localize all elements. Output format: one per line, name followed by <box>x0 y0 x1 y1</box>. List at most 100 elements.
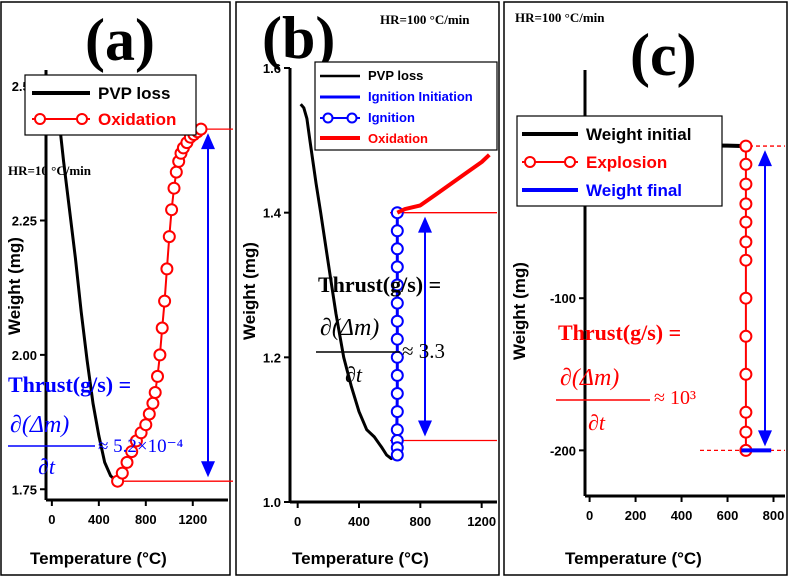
panel-a-ylabel: Weight (mg) <box>5 237 24 335</box>
data-point <box>139 418 153 432</box>
data-point <box>739 215 753 229</box>
thrust-denominator: ∂t <box>345 362 363 387</box>
data-point <box>390 387 404 400</box>
x-tick-label: 800 <box>409 514 431 529</box>
data-point <box>165 203 179 217</box>
panel-a-thrust-formula: Thrust(g/s) = ∂(Δm) ∂t ≈ 5.2×10⁻⁴ <box>8 372 184 479</box>
x-tick-label: 400 <box>348 514 370 529</box>
thrust-numerator: ∂(Δm) <box>10 412 69 438</box>
legend-marker-oxidation-2 <box>76 113 88 125</box>
panel-a-hr-label: HR=10 °C/min <box>8 163 92 178</box>
thrust-value: ≈ 10³ <box>654 387 696 409</box>
delta-arrow-head-up <box>758 150 772 167</box>
panel-b-ylabel: Weight (mg) <box>240 242 259 340</box>
data-point <box>739 367 753 381</box>
legend-marker-ignition-1 <box>322 112 334 124</box>
panel-c-frame <box>503 1 788 576</box>
data-point <box>390 423 404 437</box>
thrust-label: Thrust(g/s) = <box>8 372 131 397</box>
x-tick-label: 800 <box>763 508 785 523</box>
thrust-numerator: ∂(Δm) <box>560 365 619 391</box>
panel-b-xlabel: Temperature (°C) <box>292 549 429 568</box>
data-point <box>739 405 753 419</box>
y-tick-label: 2.00 <box>12 348 37 363</box>
thrust-value: ≈ 5.2×10⁻⁴ <box>98 436 184 457</box>
data-point <box>739 291 753 305</box>
data-point <box>160 262 174 276</box>
data-point <box>390 314 404 328</box>
thrust-denominator: ∂t <box>588 410 606 435</box>
data-point <box>390 242 404 256</box>
panel-b-hr-label: HR=100 °C/min <box>380 12 470 27</box>
delta-arrow-head-down <box>758 430 772 447</box>
x-tick-label: 0 <box>48 512 55 527</box>
data-point <box>155 321 169 335</box>
thrust-denominator: ∂t <box>38 454 56 479</box>
x-tick-label: 200 <box>625 508 647 523</box>
panel-a-frame <box>0 1 231 576</box>
x-tick-label: 0 <box>294 514 301 529</box>
data-point <box>390 260 404 274</box>
panel-a-legend: PVP loss Oxidation <box>24 74 197 136</box>
data-point <box>739 139 753 153</box>
series-line-pvp-loss <box>299 103 397 461</box>
thrust-label: Thrust(g/s) = <box>318 272 441 297</box>
panel-b-letter: (b) <box>262 5 335 71</box>
data-point <box>169 165 183 179</box>
data-point <box>120 455 134 469</box>
y-tick-label: 1.0 <box>263 495 281 510</box>
series-line-oxidation <box>116 128 202 482</box>
data-point <box>390 224 404 238</box>
panel-a-letter: (a) <box>85 7 155 73</box>
data-point <box>115 466 129 480</box>
panel-b-legend: PVP loss Ignition Initiation Ignition Ox… <box>314 61 498 151</box>
data-point <box>125 445 139 459</box>
legend-label-weight-final: Weight final <box>586 181 682 200</box>
panel-c-ylabel: Weight (mg) <box>510 262 529 360</box>
panel-c-thrust-formula: Thrust(g/s) = ∂(Δm) ∂t ≈ 10³ <box>556 320 696 435</box>
panel-b-frame <box>235 1 500 576</box>
data-point <box>390 405 404 419</box>
data-point <box>167 181 181 195</box>
data-point <box>739 177 753 191</box>
data-point <box>739 329 753 343</box>
legend-marker-explosion-2 <box>564 156 576 168</box>
panel-a-xlabel: Temperature (°C) <box>30 549 167 568</box>
data-point <box>153 348 167 362</box>
legend-label-pvp-loss: PVP loss <box>368 68 423 83</box>
legend-label-ignition-initiation: Ignition Initiation <box>368 89 473 104</box>
legend-marker-ignition-2 <box>346 112 358 124</box>
legend-label-explosion: Explosion <box>586 153 667 172</box>
y-tick-label: 1.75 <box>12 482 37 497</box>
legend-label-weight-initial: Weight initial <box>586 125 691 144</box>
delta-arrow-head-down <box>418 420 432 437</box>
data-point <box>390 448 404 462</box>
legend-label-oxidation: Oxidation <box>98 110 176 129</box>
delta-arrow-head-up <box>418 216 432 233</box>
data-point <box>739 197 753 211</box>
legend-label-ignition: Ignition <box>368 110 415 125</box>
delta-arrow-head-up <box>201 133 215 150</box>
panel-c-legend: Weight initial Explosion Weight final <box>516 115 723 207</box>
x-tick-label: 800 <box>135 512 157 527</box>
data-point <box>158 294 172 308</box>
data-point <box>390 332 404 346</box>
data-point <box>739 235 753 249</box>
data-point <box>739 157 753 171</box>
panel-c-xlabel: Temperature (°C) <box>565 549 702 568</box>
data-point <box>739 425 753 439</box>
panel-c-letter: (c) <box>630 22 697 88</box>
x-tick-label: 1200 <box>178 512 207 527</box>
x-tick-label: 400 <box>671 508 693 523</box>
data-point <box>390 368 404 382</box>
x-tick-label: 600 <box>717 508 739 523</box>
data-point <box>390 278 404 292</box>
panel-a-legend-box <box>24 74 197 136</box>
data-point <box>162 230 176 244</box>
thrust-label: Thrust(g/s) = <box>558 320 681 345</box>
y-tick-label: -100 <box>550 291 576 306</box>
legend-label-pvp-loss: PVP loss <box>98 84 170 103</box>
x-tick-label: 1200 <box>467 514 496 529</box>
